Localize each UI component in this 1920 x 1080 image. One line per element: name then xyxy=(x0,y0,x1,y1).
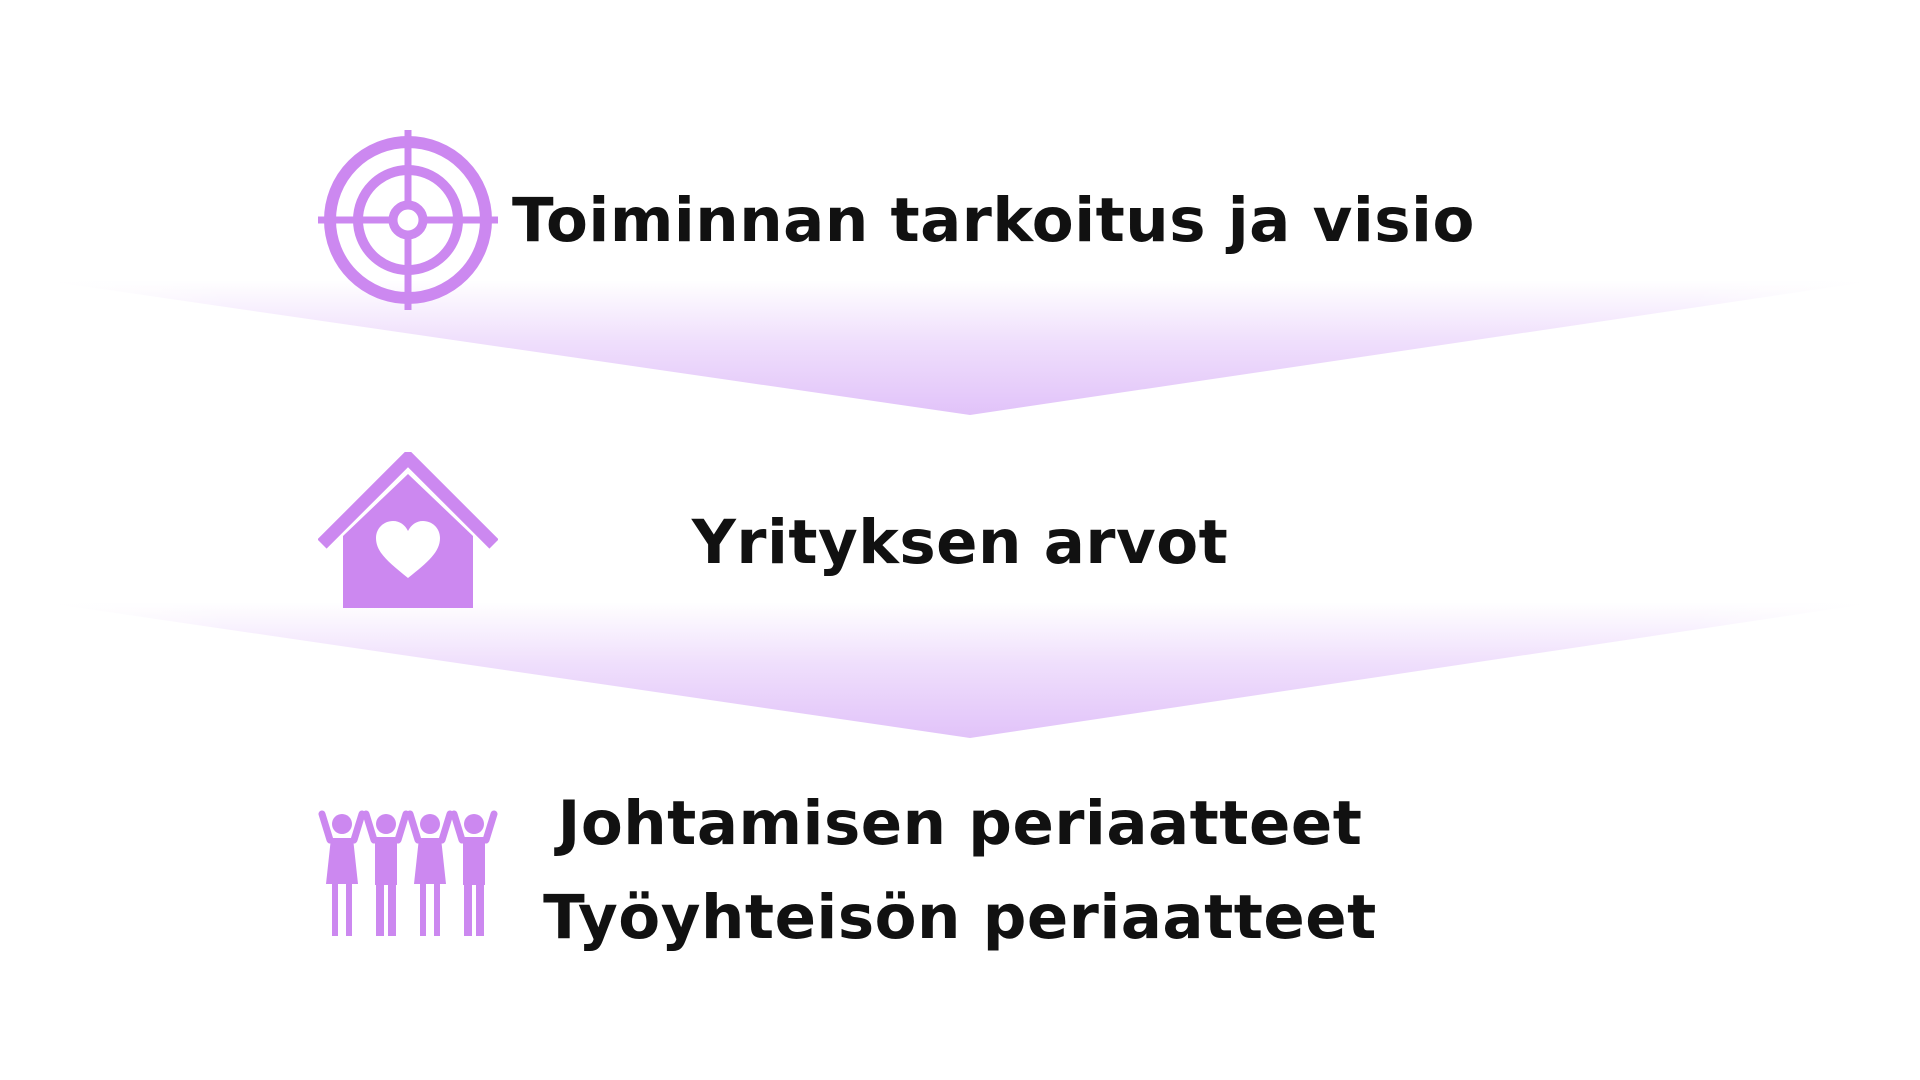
level-3-label-line-2: Työyhteisön periaatteet xyxy=(543,882,1377,953)
level-3-label-line-1: Johtamisen periaatteet xyxy=(557,788,1363,859)
chevron-arrow-2 xyxy=(40,602,1880,738)
target-icon xyxy=(318,130,498,310)
people-group-icon xyxy=(318,810,498,936)
house-heart-icon xyxy=(318,452,498,608)
level-2-label: Yrityksen arvot xyxy=(691,507,1229,578)
chevron-arrow-1 xyxy=(40,280,1880,415)
level-1-label: Toiminnan tarkoitus ja visio xyxy=(512,185,1475,256)
